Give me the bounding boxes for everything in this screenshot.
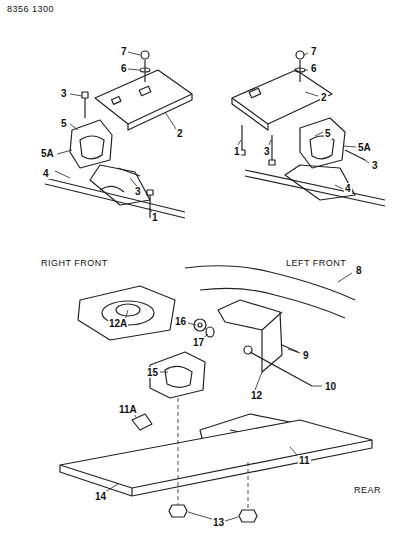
callout-number: 3: [263, 146, 271, 157]
callout-number: 16: [174, 316, 187, 327]
view-label: RIGHT FRONT: [40, 258, 109, 269]
view-label: LEFT FRONT: [285, 258, 347, 269]
callout-number: 13: [212, 517, 225, 528]
callout-number: 5: [60, 118, 68, 129]
callout-number: 5: [324, 128, 332, 139]
callout-number: 3: [371, 160, 379, 171]
callout-number: 8: [355, 265, 363, 276]
left-front-assembly: [232, 51, 385, 206]
callout-number: 6: [310, 63, 318, 74]
callout-number: 7: [310, 46, 318, 57]
callout-number: 11: [298, 455, 311, 466]
callout-number: 2: [176, 128, 184, 139]
callout-number: 4: [344, 183, 352, 194]
callout-number: 5A: [357, 142, 372, 153]
callout-number: 11A: [118, 404, 138, 415]
callout-number: 9: [302, 350, 310, 361]
callout-number: 14: [94, 491, 107, 502]
callout-number: 1: [151, 212, 159, 223]
callout-number: 7: [120, 46, 128, 57]
callout-number: 15: [146, 367, 159, 378]
callout-number: 12A: [108, 318, 128, 329]
callout-number: 17: [192, 337, 205, 348]
view-label: REAR: [353, 485, 382, 496]
callout-number: 2: [320, 92, 328, 103]
rear-assembly: [60, 266, 372, 522]
doc-number: 8356 1300: [6, 4, 55, 15]
callout-number: 3: [134, 186, 142, 197]
right-front-assembly: [45, 51, 192, 218]
callout-number: 12: [250, 390, 263, 401]
callout-number: 3: [60, 88, 68, 99]
callout-number: 1: [233, 146, 241, 157]
callout-number: 4: [42, 168, 50, 179]
callout-number: 6: [120, 63, 128, 74]
callout-number: 10: [324, 381, 337, 392]
callout-number: 5A: [40, 148, 55, 159]
